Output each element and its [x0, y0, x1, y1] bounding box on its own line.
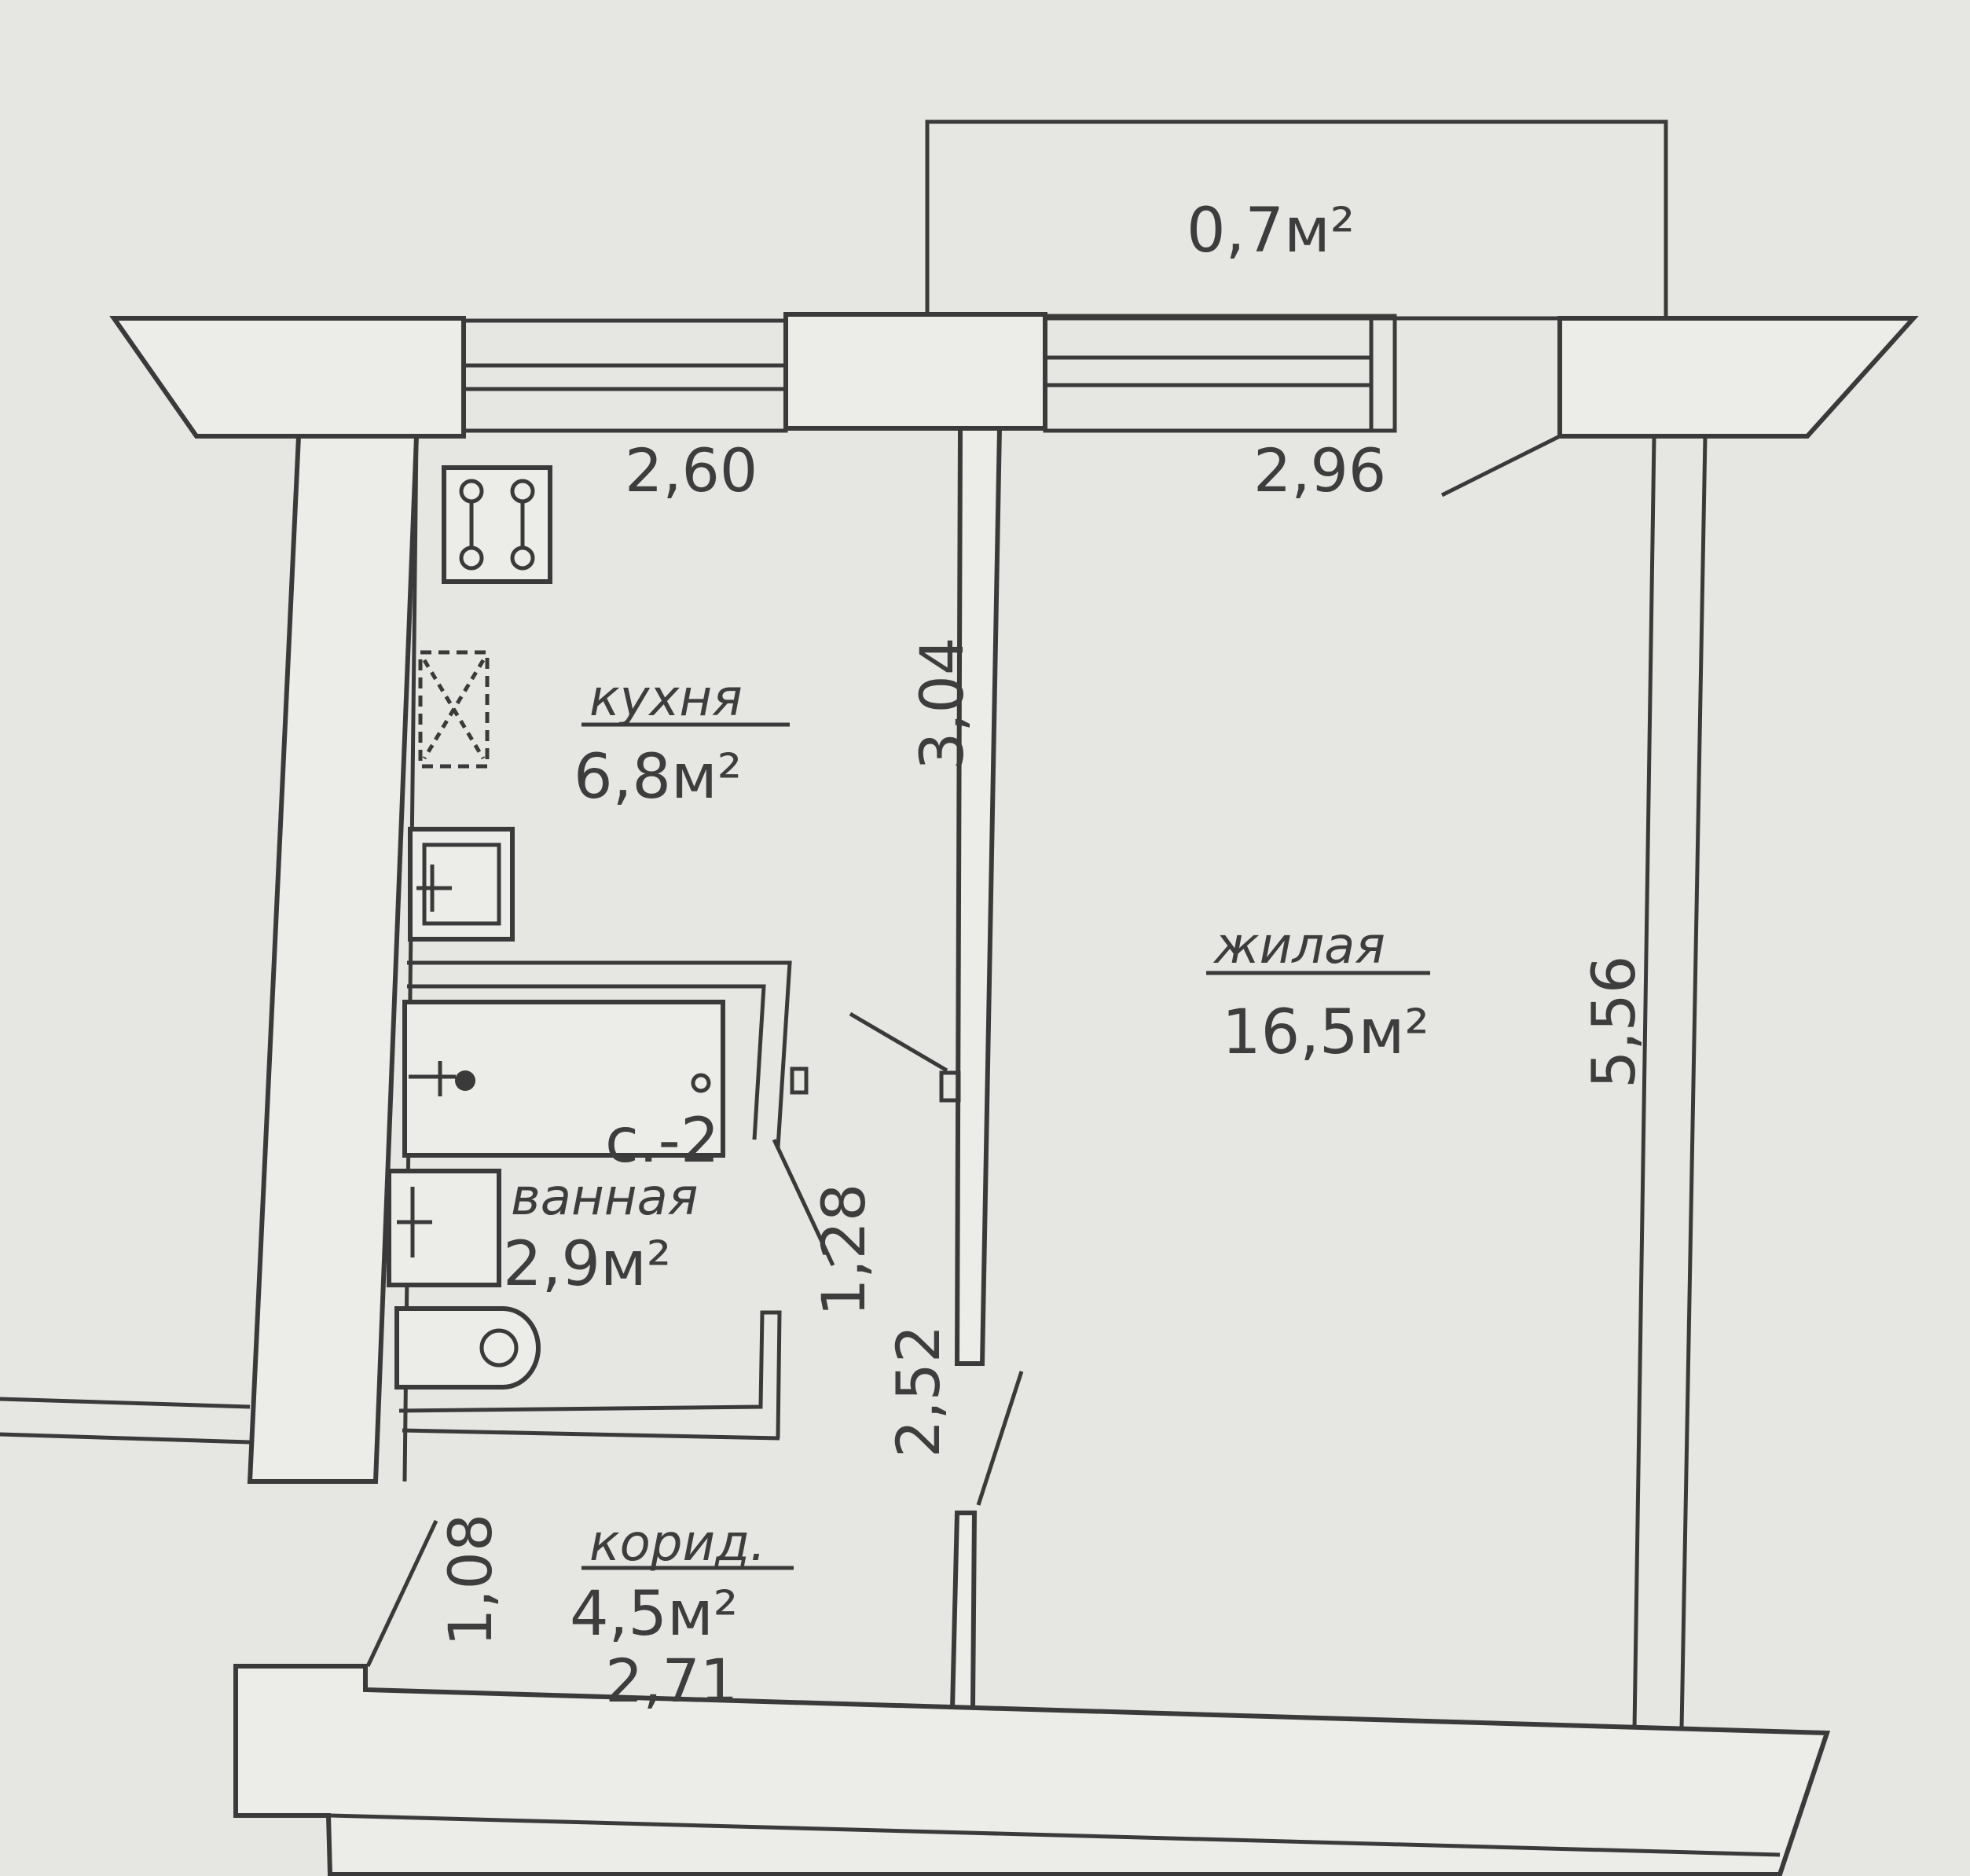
kitchen-name: кухня: [589, 670, 743, 728]
bathroom-sink-icon: [387, 1169, 501, 1287]
wall-top-center-pier: [783, 312, 1047, 431]
window-living: [1043, 314, 1397, 433]
stove-icon: [442, 465, 552, 584]
wall-bottom: [233, 1664, 1831, 1876]
balcony-outline: [925, 119, 1668, 321]
wall-left: [247, 434, 420, 1484]
kitchen-sink-icon: [408, 827, 515, 942]
neighbour-wall-line: [0, 1397, 251, 1409]
neighbour-wall-line: [0, 1432, 251, 1445]
leader-living-width: [1440, 434, 1561, 497]
leader-bathroom-width: [849, 1011, 948, 1073]
vent-block: [939, 1070, 961, 1103]
wall-right: [1632, 435, 1708, 1730]
partition-corridor-living: [949, 1511, 978, 1712]
dim-corridor-length: 2,71: [605, 1646, 738, 1716]
bathroom-name: ванная: [511, 1169, 698, 1227]
bathroom-walls: [398, 960, 792, 1441]
dim-kitchen-width: 2,60: [625, 435, 758, 505]
leader-bathroom-door: [772, 1138, 835, 1267]
wall-top-right-pier: [1557, 316, 1919, 439]
dim-bathroom-width: 1,28: [809, 1184, 879, 1316]
dim-living-length: 5,56: [1579, 956, 1649, 1089]
wall-bottom-inner-line: [329, 1813, 1781, 1857]
leader-corridor-width: [365, 1519, 438, 1668]
toilet-icon: [394, 1306, 541, 1390]
living-name: жилая: [1212, 917, 1385, 975]
living-area: 16,5м²: [1222, 997, 1429, 1068]
kitchen-area: 6,8м²: [574, 742, 742, 813]
water-heater-icon: [418, 650, 490, 769]
door-swing-line: [976, 1371, 1024, 1506]
dim-kitchen-length: 3,04: [907, 637, 977, 770]
dim-partition-length: 2,52: [883, 1325, 953, 1458]
corridor-name: корид.: [589, 1514, 766, 1573]
dim-corridor-width: 1,08: [435, 1514, 505, 1647]
corridor-area: 4,5м²: [570, 1579, 738, 1650]
partition-kitchen-living: [954, 426, 1003, 1366]
bathroom-area: 2,9м²: [503, 1229, 671, 1300]
balcony-area: 0,7м²: [1187, 196, 1355, 266]
bathroom-mark: с.-2: [605, 1106, 719, 1177]
dim-living-width: 2,96: [1253, 435, 1386, 505]
wall-top-left-pier: [109, 316, 466, 439]
pipe-icon: [790, 1066, 809, 1095]
bathtub-icon: [402, 1000, 725, 1158]
window-kitchen: [461, 318, 788, 433]
